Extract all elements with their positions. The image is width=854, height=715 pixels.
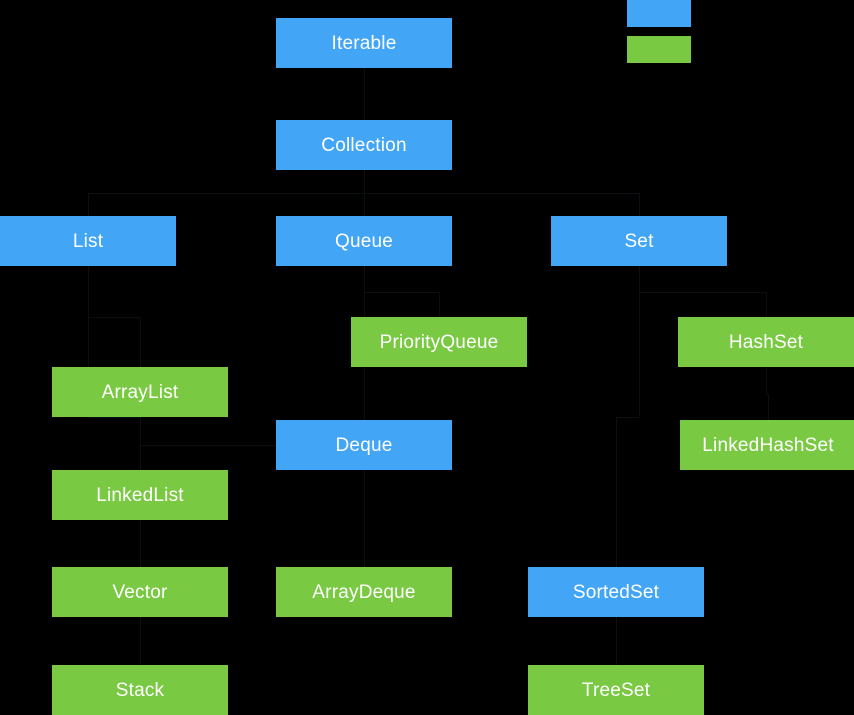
connector-line xyxy=(616,416,617,567)
connector-line xyxy=(766,393,768,395)
node-label: Deque xyxy=(335,434,393,456)
node-label: ArrayList xyxy=(101,381,179,403)
connector-line xyxy=(616,641,617,665)
connector-line xyxy=(140,445,276,446)
node-linkedhashset[interactable]: LinkedHashSet xyxy=(680,420,854,470)
node-collection[interactable]: Collection xyxy=(276,120,452,170)
node-list[interactable]: List xyxy=(0,216,176,266)
node-linkedlist[interactable]: LinkedList xyxy=(52,470,228,520)
connector-line xyxy=(364,170,365,193)
node-label: Collection xyxy=(321,134,407,156)
node-label: PriorityQueue xyxy=(379,331,499,353)
node-sortedset[interactable]: SortedSet xyxy=(528,567,704,617)
connector-line xyxy=(140,316,141,367)
connector-line xyxy=(616,416,639,418)
connector-line xyxy=(364,266,365,343)
node-queue[interactable]: Queue xyxy=(276,216,452,266)
node-label: List xyxy=(72,230,104,252)
connector-line xyxy=(140,641,141,665)
node-stack[interactable]: Stack xyxy=(52,665,228,715)
connector-line xyxy=(364,518,365,567)
node-set[interactable]: Set xyxy=(551,216,727,266)
connector-line xyxy=(140,445,141,470)
legend-swatch-class xyxy=(627,36,691,63)
node-label: Vector xyxy=(112,581,168,603)
node-arraylist[interactable]: ArrayList xyxy=(52,367,228,417)
legend-swatch-interface xyxy=(627,0,691,27)
connector-line xyxy=(766,291,767,317)
node-label: LinkedHashSet xyxy=(702,434,834,456)
connector-line xyxy=(364,291,439,293)
node-label: LinkedList xyxy=(96,484,184,506)
node-label: SortedSet xyxy=(572,581,660,603)
node-label: Set xyxy=(624,230,654,252)
connector-line xyxy=(88,266,89,417)
node-vector[interactable]: Vector xyxy=(52,567,228,617)
node-priorityqueue[interactable]: PriorityQueue xyxy=(351,317,527,367)
connector-line xyxy=(364,470,365,519)
node-label: Iterable xyxy=(331,32,397,54)
connector-line xyxy=(140,617,141,641)
node-iterable[interactable]: Iterable xyxy=(276,18,452,68)
node-label: TreeSet xyxy=(581,679,651,701)
connector-line xyxy=(88,193,364,194)
connector-line xyxy=(364,68,365,94)
node-label: Stack xyxy=(115,679,165,701)
connector-line xyxy=(639,193,640,216)
node-label: ArrayDeque xyxy=(312,581,416,603)
connector-line xyxy=(88,316,140,318)
connector-line xyxy=(88,193,89,216)
connector-line xyxy=(768,393,769,420)
connector-line xyxy=(616,617,617,641)
connector-line xyxy=(639,266,640,417)
node-arraydeque[interactable]: ArrayDeque xyxy=(276,567,452,617)
node-hashset[interactable]: HashSet xyxy=(678,317,854,367)
connector-line xyxy=(88,416,140,418)
connector-line xyxy=(766,367,767,394)
connector-line xyxy=(639,291,766,293)
node-label: HashSet xyxy=(728,331,804,353)
node-deque[interactable]: Deque xyxy=(276,420,452,470)
connector-line xyxy=(439,291,440,317)
node-label: Queue xyxy=(334,230,394,252)
connector-line xyxy=(364,193,639,194)
connector-line xyxy=(364,94,365,120)
connector-line xyxy=(364,193,365,216)
node-treeset[interactable]: TreeSet xyxy=(528,665,704,715)
connector-line xyxy=(364,343,365,420)
